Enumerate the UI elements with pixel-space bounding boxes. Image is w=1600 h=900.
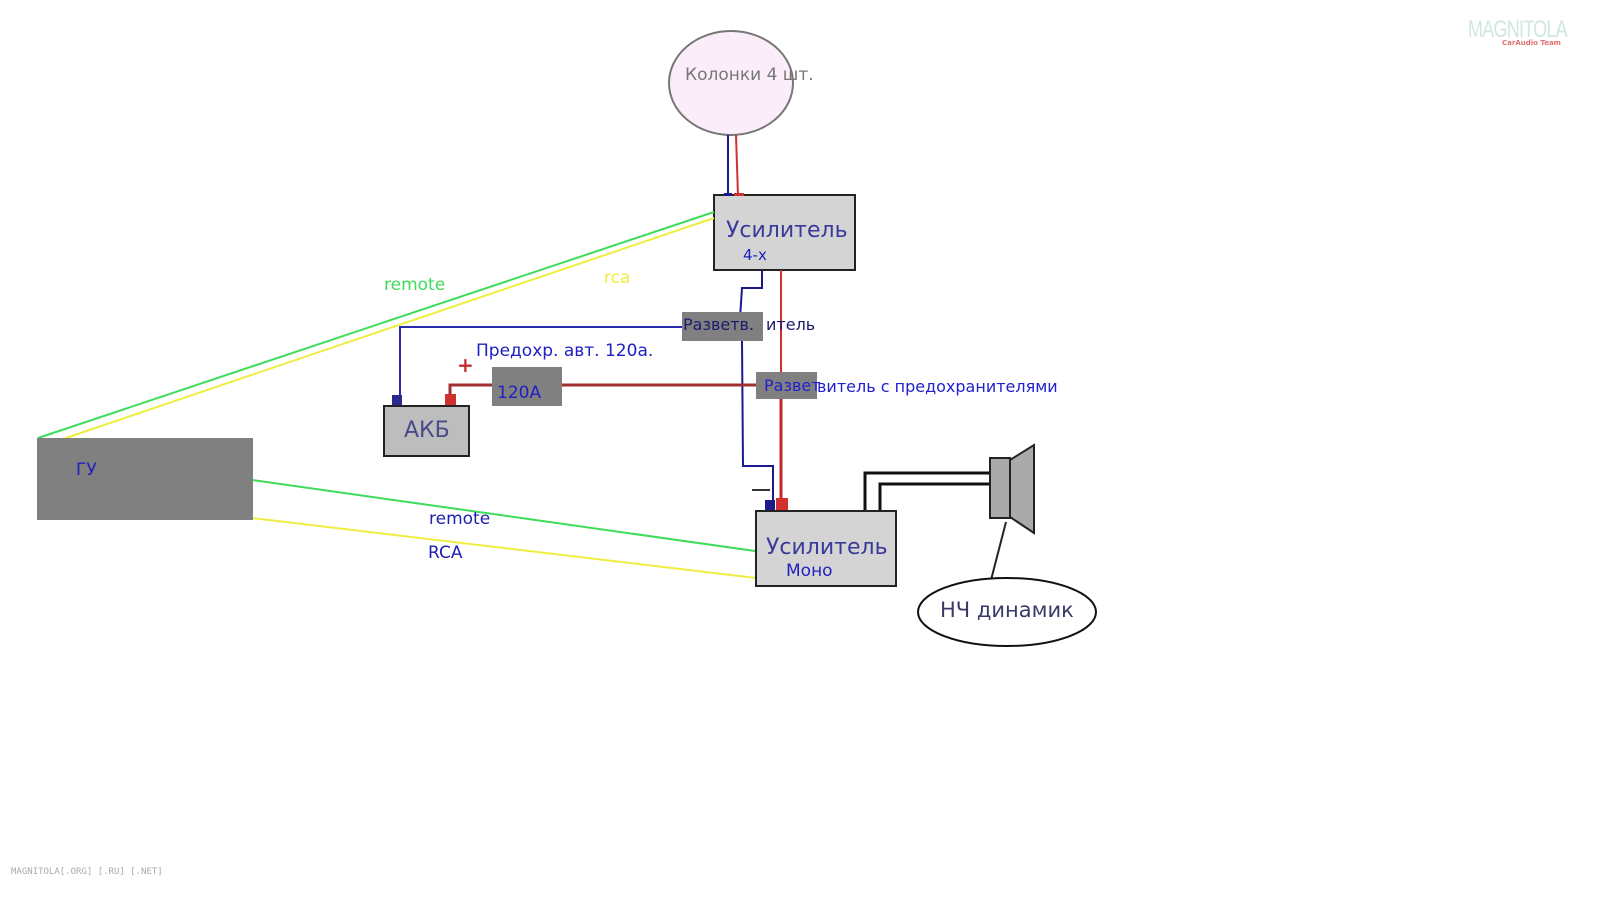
speakers-label: Колонки 4 шт.	[685, 65, 814, 85]
splitter1-box-text: Разветв.	[683, 315, 755, 334]
footer-watermark: MAGNITOLA[.ORG] [.RU] [.NET]	[11, 867, 163, 877]
battery-label: АКБ	[404, 418, 450, 443]
rca-wire-bottom	[251, 517, 757, 579]
sub-wire-2	[878, 482, 990, 511]
battery-power-wire	[448, 383, 492, 395]
mono-ground-wire	[741, 339, 774, 500]
watermark-sub: CarAudio Team	[1502, 39, 1561, 47]
splitter2-rest-text: витель с предохранителями	[817, 377, 1058, 396]
subwoofer-icon	[989, 443, 1035, 535]
splitter2-block	[756, 372, 817, 399]
head-unit-box	[37, 438, 253, 520]
fuse-caption: Предохр. авт. 120а.	[476, 341, 654, 361]
head-unit-label: ГУ	[76, 460, 97, 480]
fuse-label: 120A	[497, 383, 542, 403]
amp4-terminal-pos	[734, 193, 744, 196]
remote-wire-top	[37, 211, 715, 439]
amp4-box	[713, 194, 856, 271]
amp4-sub: 4-х	[743, 246, 767, 264]
battery-terminal-pos	[445, 394, 456, 405]
sub-wire-1	[863, 471, 990, 511]
amp-mono-box	[755, 510, 897, 587]
battery-box	[383, 405, 470, 457]
watermark-logo: MAGNITOLA	[1468, 16, 1568, 43]
fuse-block	[492, 367, 562, 406]
splitter1-block	[682, 312, 763, 341]
rca-label-bottom: RCA	[428, 543, 463, 563]
speaker-wire-red	[735, 134, 739, 197]
splitter2-box-text: Развет	[764, 376, 821, 395]
rca-wire-top	[53, 217, 715, 443]
amp4-ground-wire	[739, 270, 763, 319]
subwoofer-ellipse	[917, 577, 1097, 647]
amp4-title: Усилитель	[726, 218, 848, 243]
splitter1-rest-text: итель	[766, 315, 816, 334]
mono-terminal-pos	[776, 498, 788, 511]
subwoofer-label: НЧ динамик	[940, 598, 1074, 622]
amp4-terminal-neg	[724, 193, 732, 196]
remote-label-top: remote	[384, 275, 446, 295]
remote-wire-bottom	[251, 479, 763, 553]
battery-ground-wire	[399, 326, 682, 398]
amp-mono-title: Усилитель	[766, 535, 888, 560]
remote-label-bottom: remote	[429, 509, 491, 529]
speakers-ellipse	[668, 30, 794, 136]
amp-mono-sub: Моно	[786, 561, 833, 581]
mono-terminal-neg	[765, 500, 775, 511]
battery-terminal-neg	[392, 395, 402, 405]
subwoofer-callout	[990, 521, 1007, 581]
rca-label-top: rca	[604, 268, 631, 288]
battery-plus-sign: +	[457, 353, 474, 377]
